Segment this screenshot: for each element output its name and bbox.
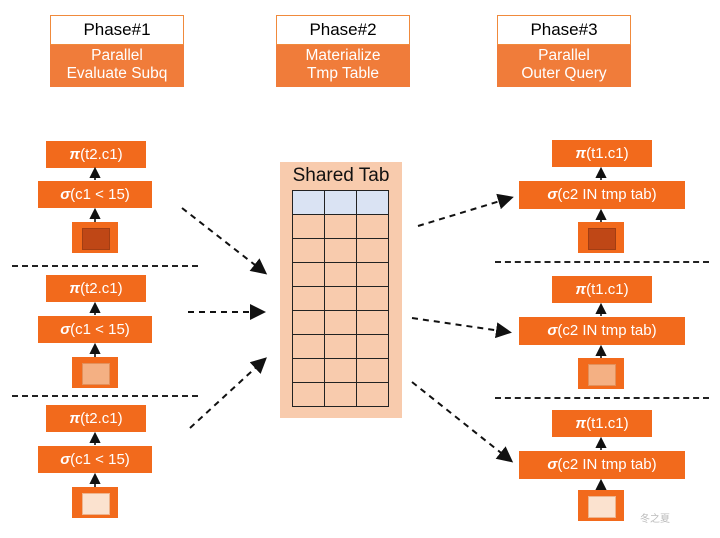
left-2-project-op: π(t2.c1) [46,275,146,302]
left-separator-2 [12,395,198,397]
right-1-table-scan [578,222,624,253]
phase-1-title: Phase#1 [50,15,184,45]
right-3-table-scan [578,490,624,521]
right-2-table-scan [578,358,624,389]
arrow-left1-to-shared [181,207,268,275]
left-3-project-op: π(t2.c1) [46,405,146,432]
right-3-project-op: π(t1.c1) [552,410,652,437]
arrow-shared-to-right2 [411,317,512,339]
shared-table-title: Shared Tab [292,165,390,186]
right-separator-1 [495,261,709,263]
table-row [292,358,389,383]
left-2-table-scan [72,357,118,388]
table-row [292,286,389,311]
table-row [292,214,389,239]
phase-3-title: Phase#3 [497,15,631,45]
phase-3-description: Parallel Outer Query [497,45,631,87]
shared-table: Shared Tab [280,162,402,418]
table-row [292,382,389,407]
left-1-select-op: σ(c1 < 15) [38,181,152,208]
left-3-table-scan [72,487,118,518]
left-1-table-scan [72,222,118,253]
right-3-select-op: σ(c2 IN tmp tab) [519,451,685,479]
arrow-shared-to-right1 [417,193,514,227]
left-separator-1 [12,265,198,267]
left-2-select-op: σ(c1 < 15) [38,316,152,343]
watermark: 冬之夏 [640,514,670,525]
arrow-shared-to-right3 [411,381,514,463]
phase-2-title: Phase#2 [276,15,410,45]
table-row [292,310,389,335]
table-row [292,334,389,359]
phase-1-description: Parallel Evaluate Subq [50,45,184,87]
right-separator-2 [495,397,709,399]
table-row [292,190,389,215]
shared-table-grid [292,190,389,407]
right-2-select-op: σ(c2 IN tmp tab) [519,317,685,345]
arrow-left3-to-shared [189,357,267,429]
table-row [292,262,389,287]
right-2-project-op: π(t1.c1) [552,276,652,303]
table-row [292,238,389,263]
phase-2-description: Materialize Tmp Table [276,45,410,87]
right-1-project-op: π(t1.c1) [552,140,652,167]
left-1-project-op: π(t2.c1) [46,141,146,168]
right-1-select-op: σ(c2 IN tmp tab) [519,181,685,209]
left-3-select-op: σ(c1 < 15) [38,446,152,473]
